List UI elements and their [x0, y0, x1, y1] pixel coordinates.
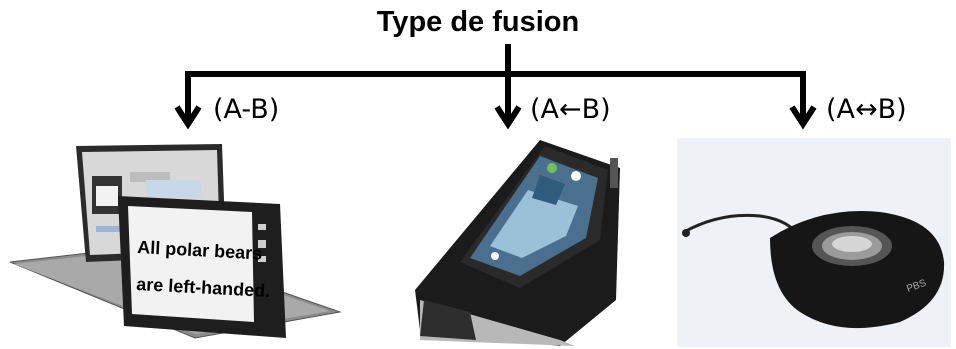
branch-label-a-b: (A-B): [213, 94, 280, 125]
arrowhead-left-icon: [174, 105, 202, 130]
branch-label-a-bidirectional-b: (A↔B): [826, 94, 907, 125]
arrowhead-right-icon: [789, 105, 817, 130]
diagram-title: Type de fusion: [376, 6, 580, 38]
laptop-tablet-image: All polar bears are left-handed.: [9, 144, 342, 339]
haptic-mouse-image: PBS: [682, 211, 945, 329]
tablet-screen: [128, 206, 254, 322]
tree-connectors: [174, 44, 817, 130]
mouse-body: [770, 211, 945, 329]
handheld-device-image: [415, 140, 620, 346]
arrowhead-mid-icon: [494, 105, 522, 130]
branch-label-a-from-b: (A←B): [530, 94, 611, 125]
